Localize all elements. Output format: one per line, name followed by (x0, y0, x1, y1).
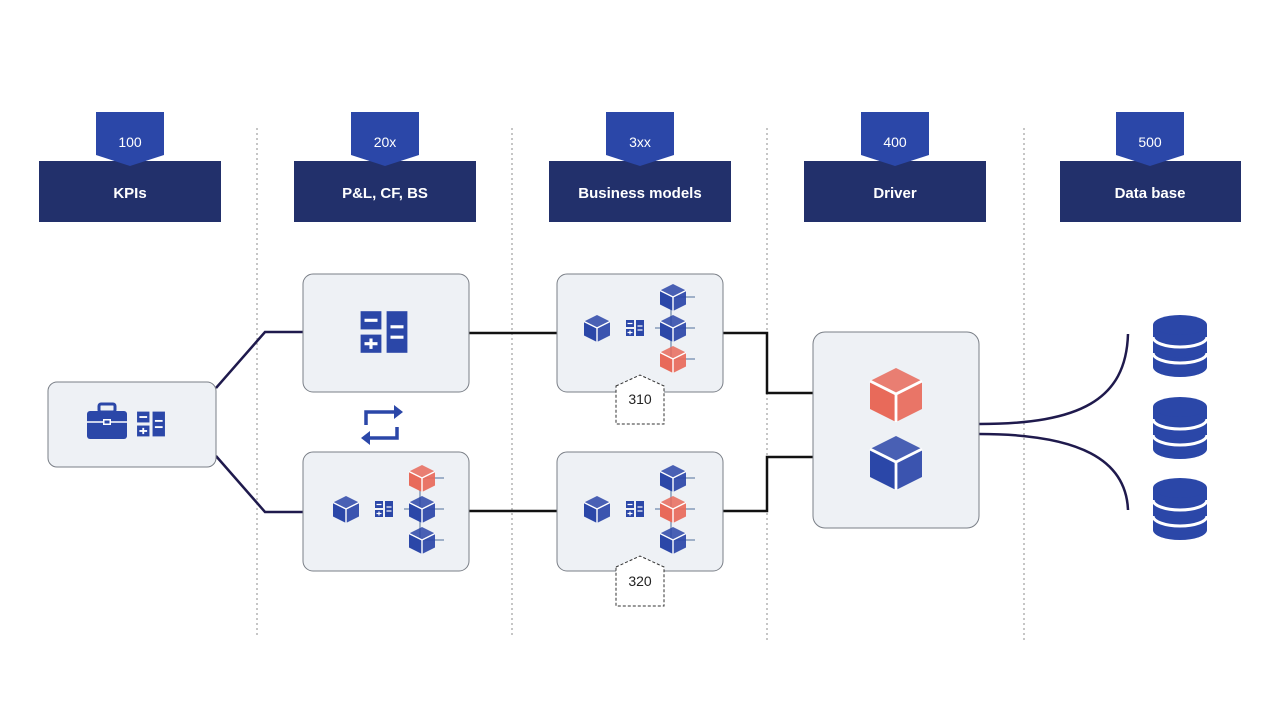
connector-model-driver-upper (723, 331, 813, 395)
column-header-business-models: 3xx Business models (549, 112, 731, 222)
connector-kpi-pl-lower (215, 455, 303, 514)
database-icon (1151, 395, 1209, 461)
connectors (215, 330, 1130, 514)
briefcase-icon (87, 402, 127, 439)
column-header-driver: 400 Driver (804, 112, 986, 222)
column-title: Business models (578, 185, 701, 202)
column-header-database: 500 Data base (1060, 112, 1241, 222)
column-code: 100 (118, 134, 142, 150)
column-code: 400 (883, 134, 907, 150)
column-title: P&L, CF, BS (342, 185, 428, 202)
pl-node-lower (302, 451, 470, 572)
column-code: 500 (1138, 134, 1162, 150)
column-header-kpis: 100 KPIs (39, 112, 221, 222)
business-model-node-upper (556, 273, 724, 393)
column-header-pl: 20x P&L, CF, BS (294, 112, 476, 222)
pl-node-upper (302, 273, 470, 393)
connector-driver-db-lower (978, 432, 1130, 511)
driver-node (812, 331, 980, 529)
column-code: 20x (374, 134, 397, 150)
kpi-node (47, 381, 217, 468)
tag-label: 320 (628, 573, 652, 589)
database-icon (1151, 313, 1209, 379)
model-tag-310: 310 (615, 374, 665, 425)
database-icon (1151, 476, 1209, 542)
business-model-node-lower (556, 451, 724, 572)
column-title: Driver (873, 185, 917, 202)
tag-label: 310 (628, 391, 652, 407)
model-tag-320: 320 (615, 555, 665, 607)
connector-model-driver-lower (723, 455, 813, 513)
connector-kpi-pl-upper (215, 330, 303, 389)
swap-arrows-icon (361, 405, 403, 445)
column-title: Data base (1115, 185, 1186, 202)
connector-driver-db-upper (978, 333, 1130, 426)
column-code: 3xx (629, 134, 651, 150)
column-title: KPIs (113, 185, 146, 202)
